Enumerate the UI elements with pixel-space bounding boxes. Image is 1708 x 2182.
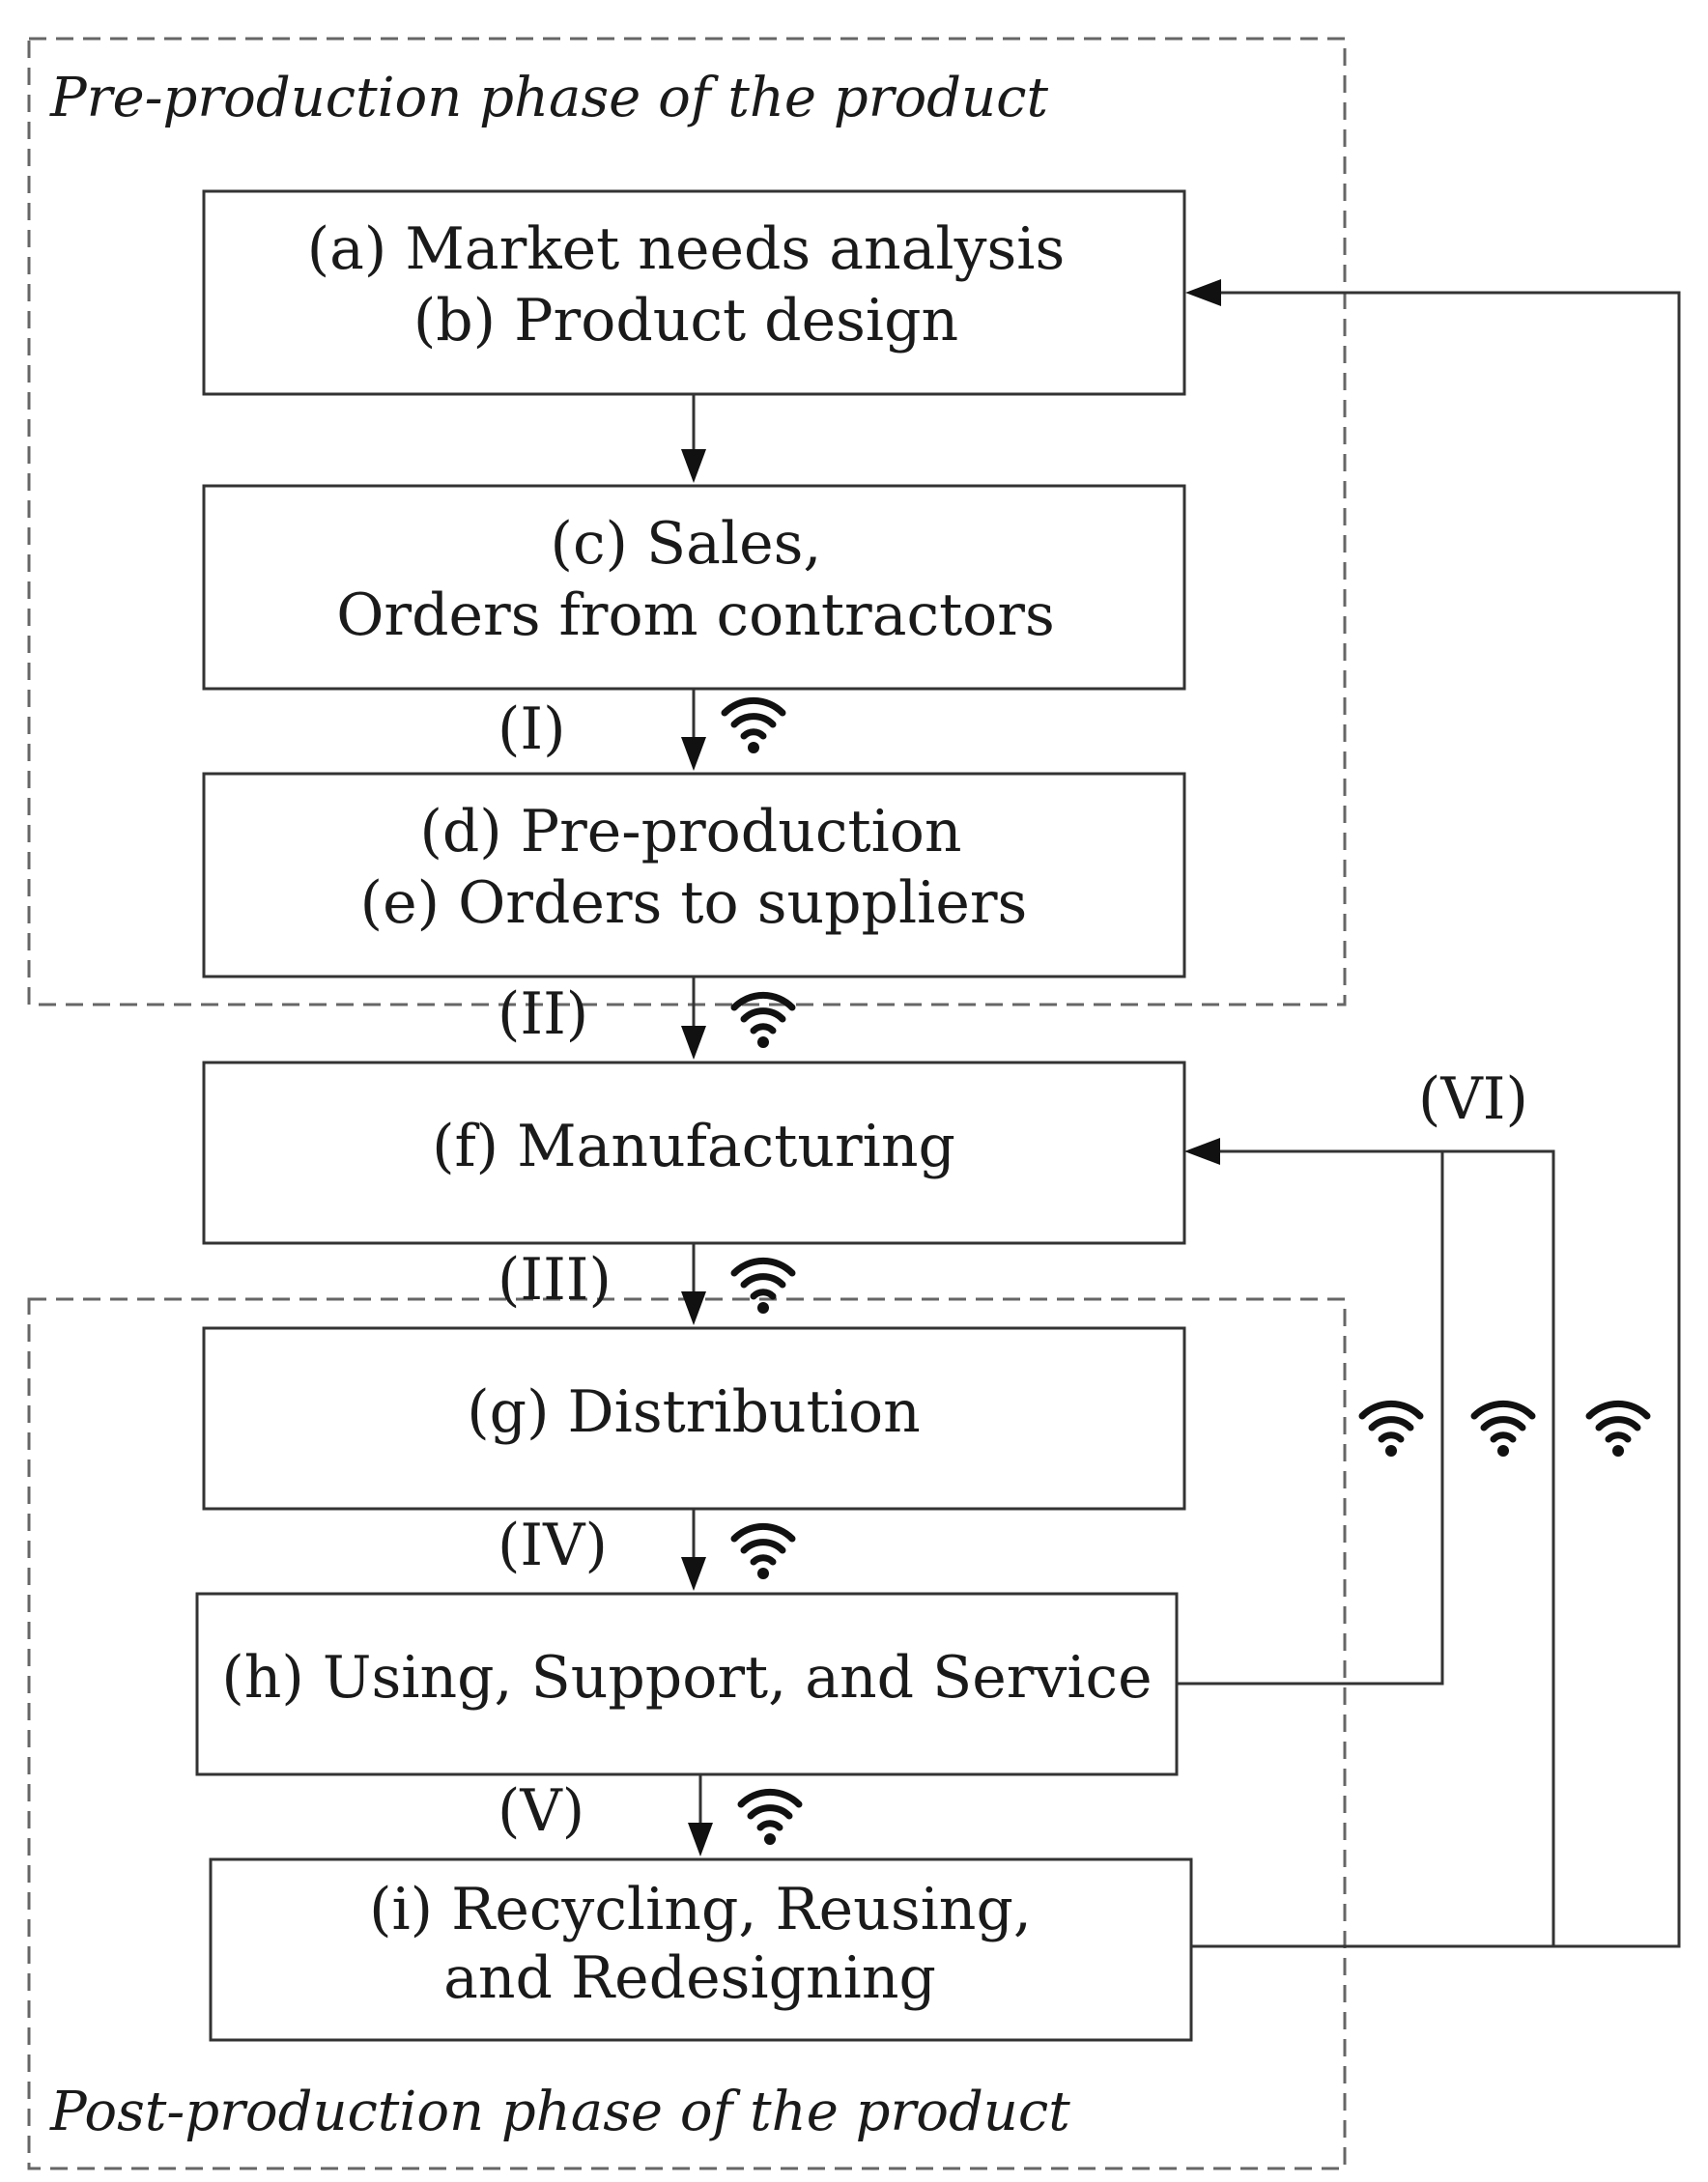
- arrowhead-h-to-i: [688, 1823, 713, 1856]
- box-h-label: (h) Using, Support, and Service: [221, 1644, 1152, 1712]
- box-pre-production-orders-suppliers: [202, 772, 1186, 978]
- wifi-icon: [734, 995, 792, 1048]
- wifi-icon: [1362, 1403, 1420, 1457]
- wifi-icon: [725, 700, 783, 753]
- pre-production-phase-label: Pre-production phase of the product: [49, 67, 1048, 129]
- box-a-label: (a) Market needs analysis: [307, 215, 1066, 283]
- arrowhead-feedback-to-f: [1184, 1138, 1220, 1165]
- box-d-label: (d) Pre-production: [419, 798, 961, 865]
- wifi-icon: [1474, 1403, 1532, 1457]
- box-distribution: [202, 1326, 1186, 1511]
- box-using-support-service: [195, 1592, 1179, 1776]
- box-g-label: (g) Distribution: [467, 1378, 920, 1446]
- flow-label-V: (V): [498, 1777, 584, 1845]
- flow-label-II: (II): [498, 980, 588, 1048]
- flow-label-III: (III): [498, 1246, 612, 1314]
- arrowhead-ab-to-c: [681, 449, 706, 483]
- box-manufacturing: [202, 1061, 1186, 1245]
- box-i-line2: and Redesigning: [443, 1944, 936, 2012]
- feedback-i-to-f: [1191, 1149, 1555, 1948]
- box-e-label: (e) Orders to suppliers: [360, 869, 1028, 937]
- post-production-phase-label: Post-production phase of the product: [49, 2081, 1070, 2143]
- box-c-line1: (c) Sales,: [551, 510, 822, 578]
- wifi-icon: [1589, 1403, 1647, 1457]
- box-i-line1: (i) Recycling, Reusing,: [369, 1876, 1032, 1943]
- box-c-line2: Orders from contractors: [336, 581, 1055, 649]
- arrowhead-g-to-h: [681, 1557, 706, 1591]
- feedback-h-to-f: [1177, 1149, 1444, 1686]
- flow-label-VI: (VI): [1418, 1065, 1528, 1133]
- box-f-label: (f) Manufacturing: [432, 1113, 955, 1180]
- flow-label-IV: (IV): [498, 1512, 608, 1579]
- box-market-needs-product-design: [202, 189, 1186, 396]
- feedback-i-to-ab: [1219, 291, 1681, 1948]
- arrowhead-f-to-g: [681, 1291, 706, 1325]
- arrowhead-c-to-de: [681, 737, 706, 771]
- wifi-icon: [741, 1792, 799, 1845]
- flow-label-I: (I): [498, 695, 566, 763]
- box-recycling-reusing-redesigning: [209, 1857, 1193, 2042]
- wifi-icon: [734, 1526, 792, 1579]
- arrowhead-de-to-f: [681, 1026, 706, 1060]
- box-b-label: (b) Product design: [413, 287, 958, 354]
- arrowhead-feedback-to-ab: [1185, 279, 1221, 306]
- wifi-icon: [734, 1261, 792, 1314]
- pre-production-phase-region: [27, 37, 1347, 1006]
